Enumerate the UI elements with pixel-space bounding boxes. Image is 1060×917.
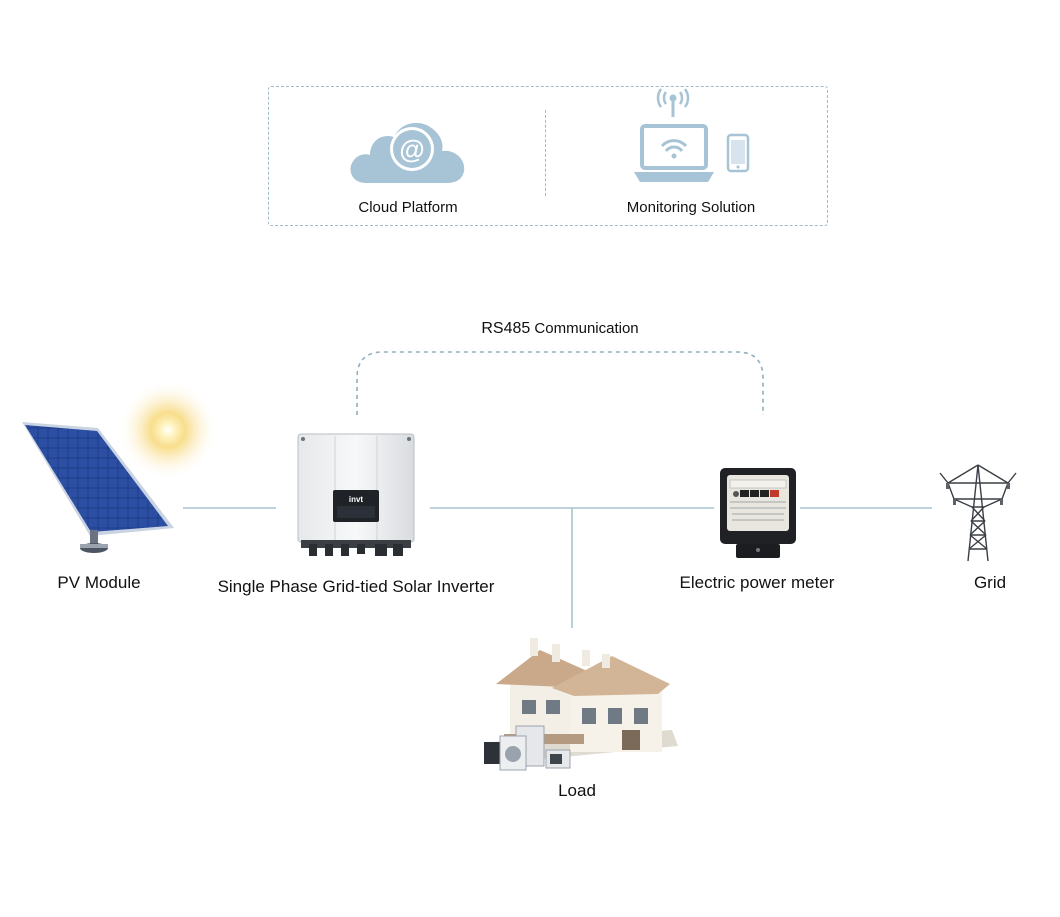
cloud-monitoring-panel [268, 86, 828, 226]
laptop-wifi-icon [634, 124, 714, 182]
phone-icon [726, 133, 750, 173]
communication-text: Communication [530, 320, 639, 337]
solar-panel-icon [22, 422, 174, 553]
house-icon [484, 638, 678, 771]
meter-label: Electric power meter [679, 573, 835, 592]
rs485-communication-label: RS485 Communication [481, 320, 638, 338]
grid-label: Grid [973, 573, 1007, 592]
power-meter-icon [720, 468, 796, 558]
sun-icon [118, 380, 218, 480]
at-symbol: @ [399, 134, 424, 164]
cloud-platform-label: Cloud Platform [358, 199, 458, 216]
panel-divider [545, 110, 546, 196]
monitoring-solution-label: Monitoring Solution [626, 199, 756, 216]
pv-module-label: PV Module [57, 573, 141, 592]
cloud-icon: @ [350, 122, 465, 183]
load-label: Load [558, 781, 596, 800]
rs485-text: RS485 [481, 320, 531, 337]
inverter-label: Single Phase Grid-tied Solar Inverter [217, 577, 495, 596]
grid-pylon-icon [939, 464, 1017, 562]
inverter-brand: invt [349, 495, 364, 504]
antenna-icon [656, 88, 690, 117]
inverter-icon: invt [297, 433, 415, 556]
